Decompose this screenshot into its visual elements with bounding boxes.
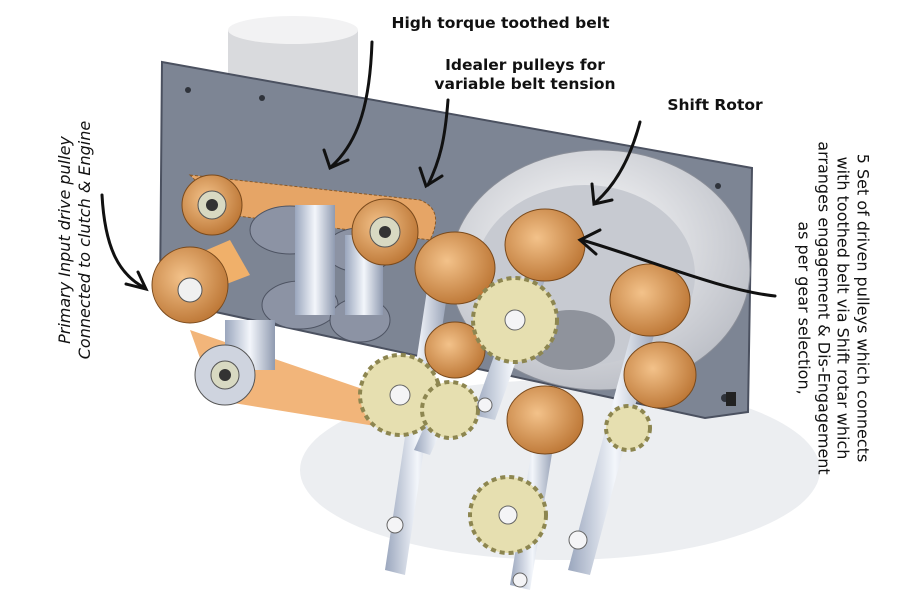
driven-pulleys-label: 5 Set of driven pulleys which connects w…: [793, 116, 873, 501]
driven-pulleys: [414, 208, 697, 455]
primary-arrow: [100, 193, 147, 290]
primary-arrowhead: [124, 270, 149, 292]
driven-arrowhead: [577, 228, 602, 256]
idler-label: Idealer pulleys for variable belt tensio…: [420, 56, 630, 94]
driven-arrow: [580, 238, 777, 298]
shift-rotor-label: Shift Rotor: [667, 96, 763, 114]
shift-rotor-arrowhead: [590, 182, 614, 206]
idler-arrow: [426, 98, 450, 187]
idler-arrowhead: [418, 166, 444, 189]
belt-arrow: [330, 40, 374, 168]
primary-label-line1: Primary Input drive pulley: [55, 136, 74, 344]
driven-label-line4: as per gear selection,: [795, 221, 814, 395]
gear-hubs: [386, 309, 588, 588]
primary-input-pulley: [151, 246, 229, 324]
primary-label-line2: Connected to clutch & Engine: [75, 120, 94, 360]
driven-label-line1: 5 Set of driven pulleys which connects: [853, 153, 873, 463]
belt-arrowhead: [322, 148, 350, 171]
idler-label-line2: variable belt tension: [434, 75, 616, 93]
shift-rotor-arrow: [594, 120, 642, 204]
belt-label: High torque toothed belt: [391, 14, 610, 32]
plate-pin: [726, 392, 736, 406]
primary-input-label: Primary Input drive pulley Connected to …: [55, 95, 99, 385]
driven-label-line2: with toothed belt via Shift rotar which: [834, 156, 853, 460]
idler-pulleys: [181, 174, 419, 406]
idler-label-line1: Idealer pulleys for: [445, 56, 605, 74]
spur-gears: [358, 276, 652, 555]
tensioner-shafts: [225, 205, 383, 370]
driven-label-line3: arranges engagement & Dis-Engagement: [814, 141, 834, 475]
